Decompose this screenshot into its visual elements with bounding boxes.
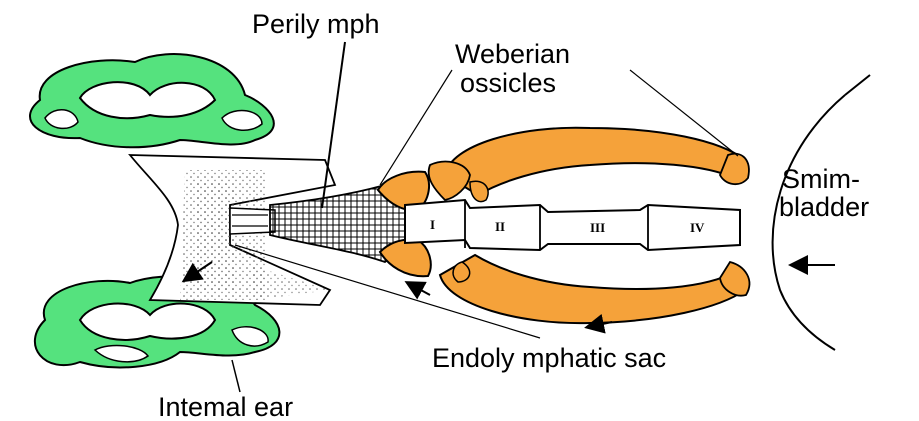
label-internal-ear: Intemal ear xyxy=(158,392,293,421)
label-perilymph: Perily mph xyxy=(252,9,380,39)
label-swim-2: bladder xyxy=(779,192,869,222)
label-swim-1: Smim- xyxy=(782,164,860,194)
vertebra-label-1: I xyxy=(430,217,435,232)
label-endolymphatic: Endoly mphatic sac xyxy=(432,343,666,373)
label-weberian-2: ossicles xyxy=(460,68,556,98)
vertebra-label-2: II xyxy=(495,219,505,234)
vertebra-label-3: III xyxy=(590,220,605,235)
swim-bladder-wall-top xyxy=(845,75,870,95)
upper-inner-ear xyxy=(30,54,274,147)
label-weberian-1: Weberian xyxy=(455,39,570,69)
swim-bladder-wall xyxy=(773,95,845,350)
internal-ear-leader xyxy=(232,360,240,392)
arrow-icon xyxy=(408,283,430,295)
vertebra-label-4: IV xyxy=(690,220,705,235)
